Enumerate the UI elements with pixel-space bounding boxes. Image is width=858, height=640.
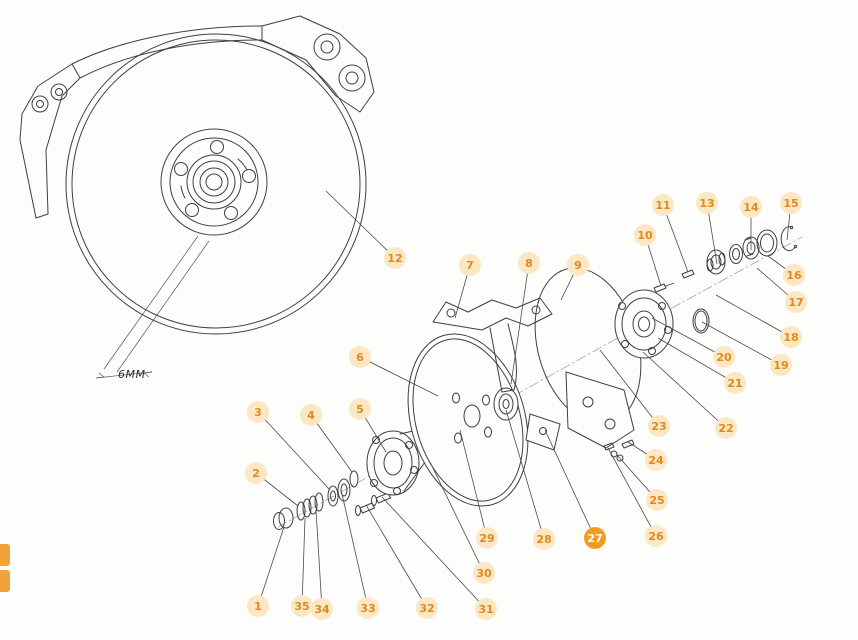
dimension-lines	[95, 235, 210, 379]
callout-2[interactable]: 2	[245, 462, 267, 484]
leader-line-29	[459, 429, 488, 539]
leader-line-6	[359, 356, 439, 397]
callout-26[interactable]: 26	[645, 525, 667, 547]
accent-bar	[0, 544, 10, 566]
main-wheel-assembly	[19, 15, 375, 335]
leader-line-8	[510, 262, 530, 385]
leader-line-22	[642, 351, 727, 429]
callout-13[interactable]: 13	[696, 192, 718, 214]
callout-15[interactable]: 15	[780, 192, 802, 214]
leader-line-1	[257, 526, 285, 607]
callout-6[interactable]: 6	[349, 346, 371, 368]
leader-line-23	[599, 349, 660, 427]
callout-34[interactable]: 34	[311, 598, 333, 620]
callout-21[interactable]: 21	[724, 372, 746, 394]
leader-line-27	[544, 429, 596, 539]
leader-line-20	[651, 317, 725, 358]
leader-line-32	[365, 504, 428, 609]
accent-bar	[0, 570, 10, 592]
leader-line-31	[381, 496, 487, 610]
leader-line-21	[657, 337, 736, 384]
callout-32[interactable]: 32	[416, 597, 438, 619]
callout-33[interactable]: 33	[357, 597, 379, 619]
callout-4[interactable]: 4	[300, 404, 322, 426]
callout-1[interactable]: 1	[247, 595, 269, 617]
callout-8[interactable]: 8	[518, 252, 540, 274]
callout-30[interactable]: 30	[473, 562, 495, 584]
callout-12[interactable]: 12	[384, 247, 406, 269]
leader-line-11	[662, 204, 689, 273]
callout-11[interactable]: 11	[652, 194, 674, 216]
leader-line-35	[301, 517, 306, 607]
leader-line-4	[310, 414, 353, 473]
leader-line-33	[341, 493, 369, 609]
leader-line-3	[257, 411, 331, 491]
callout-7[interactable]: 7	[459, 254, 481, 276]
callout-24[interactable]: 24	[645, 449, 667, 471]
dimension-label: 6MM	[118, 368, 146, 381]
callout-31[interactable]: 31	[475, 598, 497, 620]
callout-25[interactable]: 25	[646, 489, 668, 511]
leader-line-26	[607, 447, 657, 537]
callout-5[interactable]: 5	[349, 398, 371, 420]
callout-3[interactable]: 3	[247, 401, 269, 423]
callout-16[interactable]: 16	[783, 264, 805, 286]
leader-line-19	[701, 321, 782, 366]
callout-27[interactable]: 27	[584, 527, 606, 549]
callout-22[interactable]: 22	[715, 417, 737, 439]
callout-19[interactable]: 19	[770, 354, 792, 376]
leader-line-30	[429, 461, 485, 574]
callout-9[interactable]: 9	[567, 254, 589, 276]
callout-10[interactable]: 10	[634, 224, 656, 246]
leader-line-28	[505, 409, 545, 540]
callout-29[interactable]: 29	[476, 527, 498, 549]
callout-20[interactable]: 20	[713, 346, 735, 368]
callout-17[interactable]: 17	[785, 291, 807, 313]
leader-line-12	[325, 190, 396, 259]
callout-14[interactable]: 14	[740, 196, 762, 218]
callout-23[interactable]: 23	[648, 415, 670, 437]
leader-line-34	[315, 509, 323, 610]
callout-28[interactable]: 28	[533, 528, 555, 550]
callout-35[interactable]: 35	[291, 595, 313, 617]
leader-line-18	[715, 294, 792, 338]
callout-18[interactable]: 18	[780, 326, 802, 348]
